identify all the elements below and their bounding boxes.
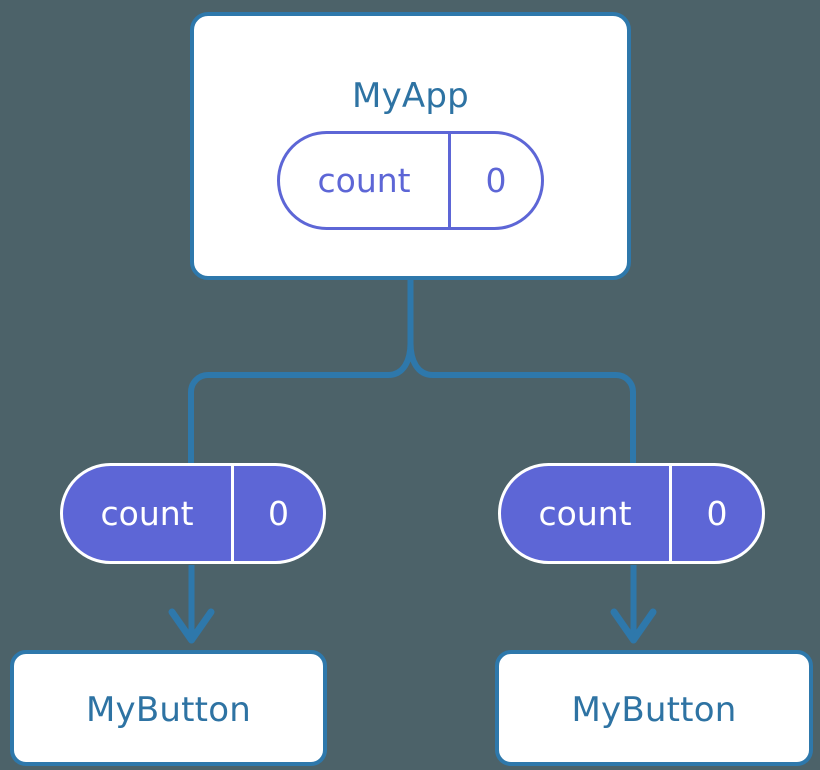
component-title-mybutton-left: MyButton bbox=[86, 690, 251, 730]
prop-pill-left-key: count bbox=[100, 494, 194, 533]
prop-pill-right[interactable]: count 0 bbox=[498, 463, 765, 564]
prop-arrow-right-head bbox=[610, 608, 657, 644]
component-box-mybutton-right[interactable]: MyButton bbox=[495, 650, 813, 766]
component-title-mybutton-right: MyButton bbox=[571, 690, 737, 730]
state-pill-myapp[interactable]: count 0 bbox=[277, 131, 544, 230]
component-box-mybutton-left[interactable]: MyButton bbox=[10, 650, 327, 766]
prop-arrow-left-head bbox=[168, 608, 215, 644]
component-title-myapp: MyApp bbox=[352, 76, 469, 116]
state-pill-key: count bbox=[317, 161, 411, 200]
fork-wire-left bbox=[188, 342, 414, 463]
prop-pill-right-value: 0 bbox=[669, 466, 762, 561]
prop-pill-left[interactable]: count 0 bbox=[60, 463, 326, 564]
prop-pill-right-key: count bbox=[538, 494, 632, 533]
state-pill-value: 0 bbox=[448, 134, 541, 227]
prop-pill-left-value: 0 bbox=[231, 466, 323, 561]
fork-wire-right bbox=[407, 342, 636, 463]
